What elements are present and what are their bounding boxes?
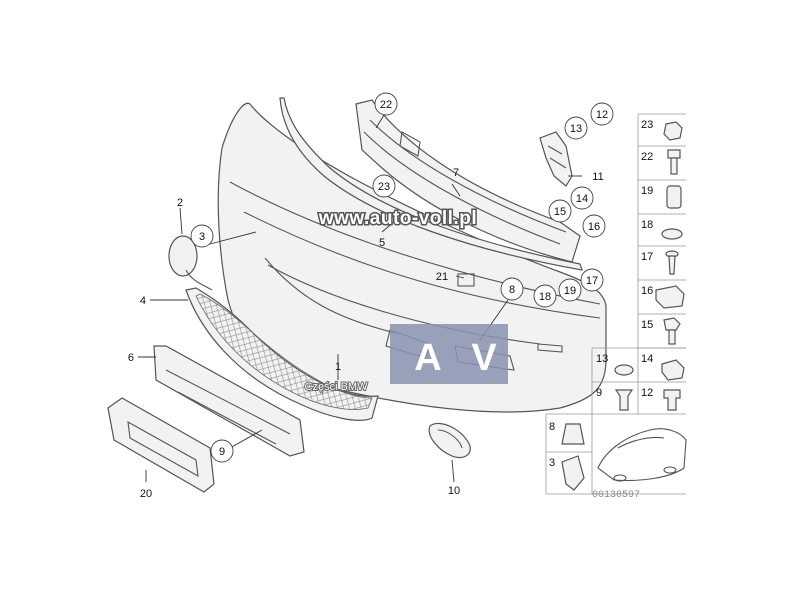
table-label-23: 23 [641,119,653,131]
svg-text:V: V [471,337,497,379]
table-label-15: 15 [641,319,653,331]
fog-light-trim [428,422,471,459]
sleeve-19-drawing [666,185,682,209]
svg-text:A: A [414,337,441,379]
label-4: 4 [140,295,146,307]
callout-8: 8 [500,277,524,301]
svg-text:22: 22 [380,99,392,111]
table-label-22: 22 [641,151,653,163]
callout-3: 3 [190,224,214,248]
plate-21-shape [457,273,475,287]
screw-17-drawing [665,250,679,275]
svg-text:3: 3 [199,231,205,243]
table-label-13: 13 [596,353,608,365]
callout-14: 14 [570,186,594,210]
svg-text:15: 15 [554,206,566,218]
table-label-18: 18 [641,219,653,231]
washer-13-drawing [614,364,634,376]
upper-trim-strip [279,97,583,271]
label-6: 6 [128,352,134,364]
svg-text:19: 19 [564,285,576,297]
callout-19: 19 [558,278,582,302]
label-11: 11 [592,171,603,183]
clip-16-drawing [655,285,685,309]
url-watermark: www.auto-voll.pl [316,207,478,231]
carrier-bracket [355,99,581,263]
label-21: 21 [436,271,448,283]
callout-13: 13 [564,116,588,140]
table-label-12: 12 [641,387,653,399]
bracket-3-drawing [561,455,585,491]
impact-bracket [539,131,573,187]
callout-16: 16 [582,214,606,238]
washer-18-drawing [661,228,683,240]
callout-18: 18 [533,284,557,308]
car-position-illustration [597,428,687,482]
svg-text:23: 23 [378,181,390,193]
svg-text:13: 13 [570,123,582,135]
callout-22-top: 22 [374,92,398,116]
table-label-16: 16 [641,285,653,297]
table-label-14: 14 [641,353,653,365]
av-logo-watermark: A V Części BMW [304,324,508,394]
label-5: 5 [379,237,385,249]
label-1: 1 [335,361,341,373]
svg-text:9: 9 [219,446,225,458]
svg-text:14: 14 [576,193,588,205]
table-label-19: 19 [641,185,653,197]
screw-15-drawing [663,317,681,345]
label-7: 7 [453,167,459,179]
table-label-17: 17 [641,251,653,263]
number-plate-holder [107,397,215,493]
label-2: 2 [177,197,183,209]
rivet-9-drawing [614,389,634,411]
table-label-8: 8 [549,421,555,433]
svg-text:Części BMW: Części BMW [305,381,369,393]
diagram-code: 00130597 [592,490,640,501]
svg-text:8: 8 [509,284,515,296]
svg-text:www.auto-voll.pl: www.auto-voll.pl [318,208,477,229]
nut-23-drawing [663,121,683,141]
number-plate-base [153,345,305,457]
grommet-8-drawing [561,423,585,445]
bolt-22-drawing [667,149,681,175]
table-label-3: 3 [549,457,555,469]
callout-17: 17 [580,268,604,292]
label-20: 20 [140,488,152,500]
lower-grille [185,287,379,421]
callout-12: 12 [590,102,614,126]
callout-23-top: 23 [372,174,396,198]
screw-12-drawing [663,389,681,411]
svg-text:18: 18 [539,291,551,303]
hardware-table: 23 22 19 18 17 16 15 13 9 14 12 8 3 [545,113,687,501]
table-label-9: 9 [596,387,602,399]
nut-14-drawing [661,359,685,381]
svg-text:16: 16 [588,221,600,233]
label-10: 10 [448,485,460,497]
callout-9: 9 [210,439,234,463]
callout-15: 15 [548,199,572,223]
svg-text:17: 17 [586,275,598,287]
svg-text:12: 12 [596,109,608,121]
tow-hook-cover [168,235,213,291]
